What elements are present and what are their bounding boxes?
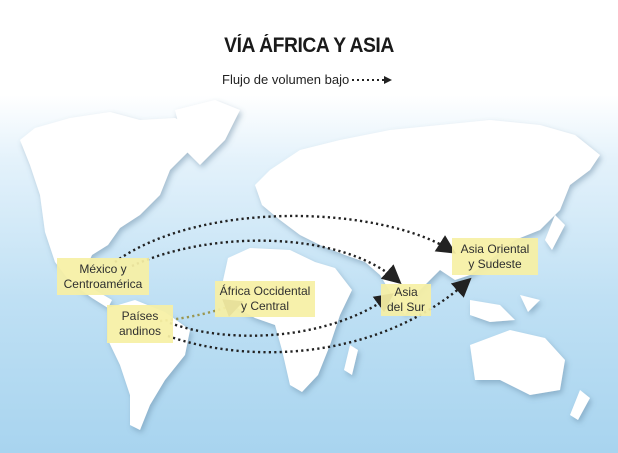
legend-label: Flujo de volumen bajo: [222, 72, 350, 87]
africa: [222, 248, 352, 392]
label-paises-andinos: Países andinos: [107, 305, 173, 343]
madagascar: [344, 345, 358, 375]
label-line: África Occidental: [219, 284, 311, 298]
label-line: Asia: [394, 285, 418, 299]
flow-mexico-asia-oriental: [114, 214, 457, 263]
label-line: y Sudeste: [468, 256, 522, 271]
label-line: Países: [121, 309, 159, 323]
label-mexico-centroamerica: México y Centroamérica: [57, 258, 149, 295]
label-line: andinos: [118, 324, 162, 338]
southeast-asia: [470, 295, 540, 322]
label-asia-del-sur: Asia del Sur: [381, 284, 431, 316]
legend: Flujo de volumen bajo: [222, 72, 393, 87]
label-asia-oriental: Asia Oriental y Sudeste: [452, 238, 538, 275]
europe-asia: [255, 120, 600, 315]
flow-andinos-asia-sur: [169, 293, 394, 337]
label-line: Asia Oriental: [460, 241, 530, 256]
map-title: VÍA ÁFRICA Y ASIA: [224, 34, 394, 57]
japan: [545, 215, 565, 250]
label-africa-occidental: África Occidental y Central: [215, 281, 315, 317]
australia: [470, 330, 565, 395]
flow-arrows: [114, 214, 472, 354]
new-zealand: [570, 390, 590, 420]
label-line: México y: [79, 261, 127, 276]
label-line: del Sur: [386, 300, 426, 314]
label-line: Centroamérica: [63, 276, 143, 291]
label-line: y Central: [240, 299, 290, 313]
greenland: [175, 100, 240, 165]
dotted-arrow-icon: [352, 75, 393, 84]
